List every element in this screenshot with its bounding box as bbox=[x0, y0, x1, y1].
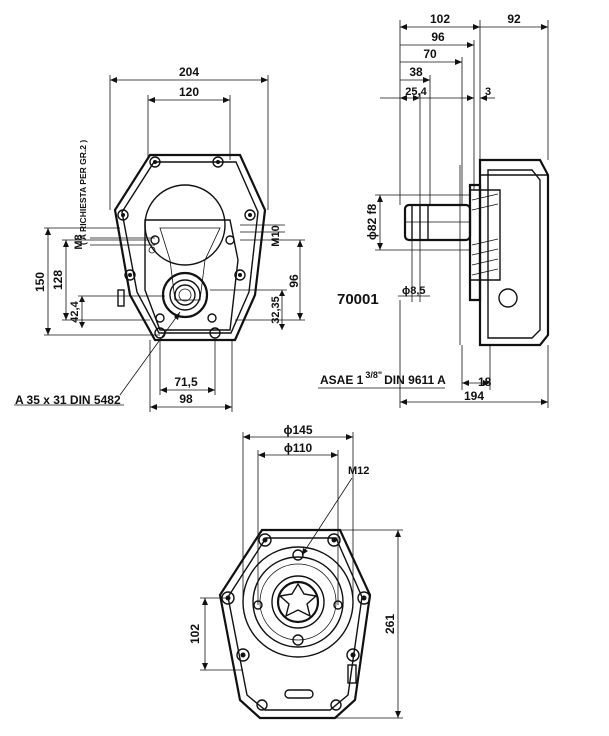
bottom-bolt-holes bbox=[221, 533, 371, 711]
dim-side-96: 96 bbox=[431, 30, 445, 44]
dim-phi8-5: ϕ8,5 bbox=[402, 285, 426, 297]
dim-bottom-102: 102 bbox=[188, 624, 202, 644]
front-bolt-holes bbox=[117, 156, 256, 339]
dim-128: 128 bbox=[51, 270, 65, 290]
dim-phi110: ϕ110 bbox=[284, 441, 313, 455]
dim-261: 261 bbox=[383, 614, 397, 634]
dim-phi145: ϕ145 bbox=[283, 423, 312, 437]
asae-fraction: 3/8" bbox=[365, 370, 382, 380]
dim-71-5: 71,5 bbox=[174, 375, 198, 389]
dim-204: 204 bbox=[179, 65, 199, 79]
part-number: 70001 bbox=[337, 291, 379, 308]
dim-98: 98 bbox=[179, 392, 193, 406]
dim-42-4: 42,4 bbox=[69, 300, 81, 322]
note-a-richiesta: ( A RICHIESTA PER GR.2 ) bbox=[78, 140, 88, 245]
dim-120: 120 bbox=[179, 85, 199, 99]
dim-side-25-4: 25,4 bbox=[405, 86, 427, 98]
asae-suffix: DIN 9611 A bbox=[384, 373, 446, 387]
dim-side-70: 70 bbox=[423, 47, 437, 61]
dim-side-3: 3 bbox=[485, 86, 491, 98]
dim-150: 150 bbox=[33, 272, 47, 292]
dim-side-194: 194 bbox=[464, 389, 484, 403]
side-view: 102 92 96 70 38 25,4 3 ϕ82 f8 70001 bbox=[318, 12, 550, 408]
dim-M12: M12 bbox=[348, 465, 369, 477]
dim-side-102: 102 bbox=[430, 12, 450, 26]
dim-32-35: 32,35 bbox=[270, 296, 282, 324]
dim-side-92: 92 bbox=[507, 12, 521, 26]
dim-M8: M8 bbox=[73, 234, 85, 249]
front-view: 204 120 ( A RICHIESTA PER GR.2 ) 150 128… bbox=[14, 65, 305, 412]
dim-side-38: 38 bbox=[409, 65, 423, 79]
bottom-view: ϕ145 ϕ110 M12 102 261 bbox=[188, 423, 403, 720]
dim-M10: M10 bbox=[270, 225, 282, 246]
asae-prefix: ASAE 1 bbox=[320, 373, 364, 387]
dim-phi82: ϕ82 f8 bbox=[365, 204, 379, 241]
shaft-spec: A 35 x 31 DIN 5482 bbox=[15, 393, 121, 407]
dim-side-18: 18 bbox=[478, 375, 492, 389]
dim-96: 96 bbox=[287, 274, 301, 288]
